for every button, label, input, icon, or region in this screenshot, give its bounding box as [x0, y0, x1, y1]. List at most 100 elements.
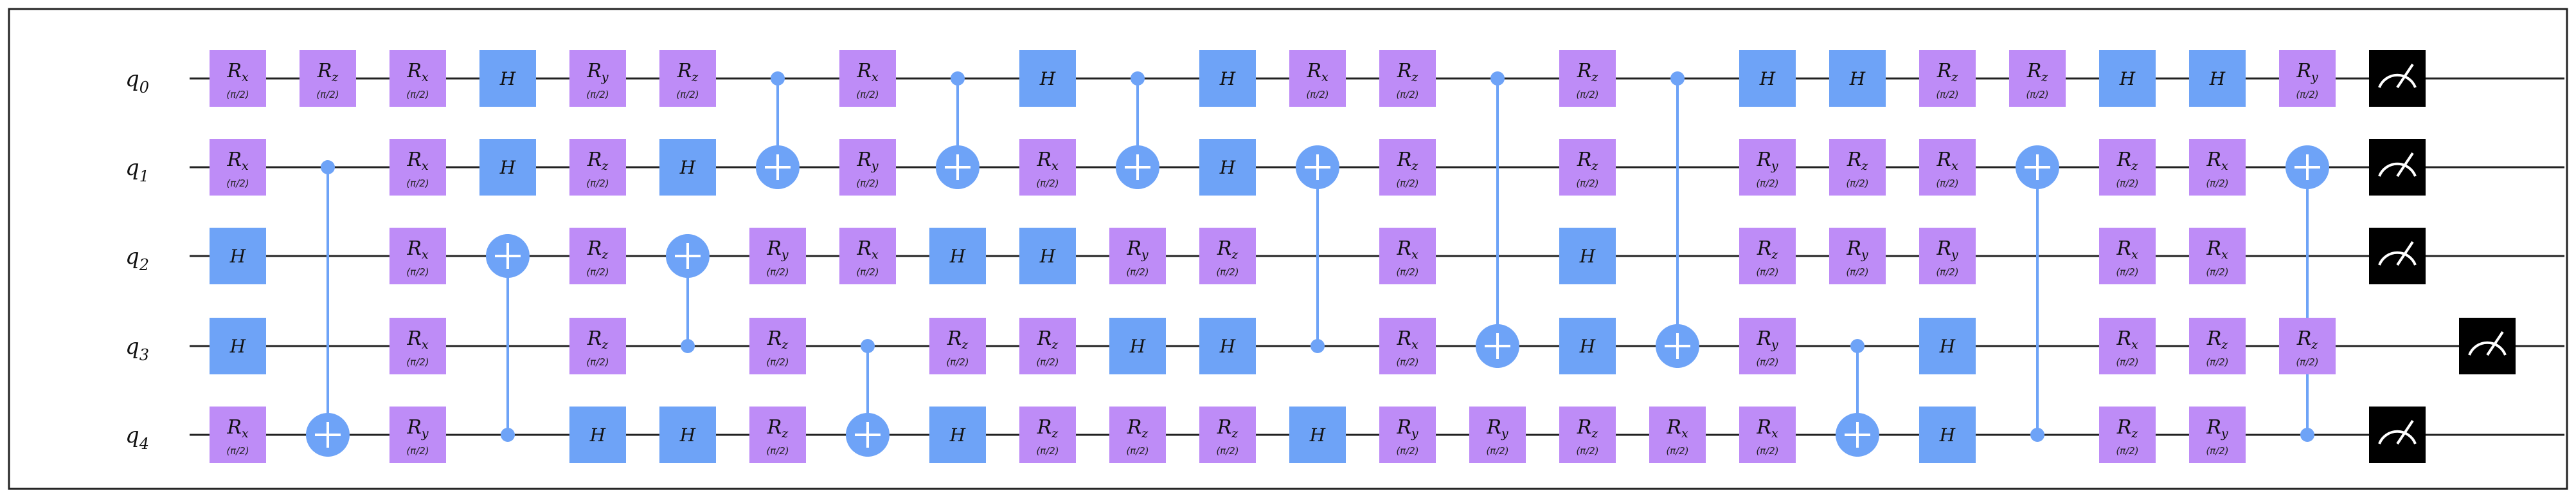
rx-gate: Rx(π/2) [2189, 228, 2246, 284]
rotation-gate-box [1829, 139, 1886, 196]
measure-box [2369, 228, 2426, 284]
gate-param: (π/2) [856, 178, 879, 189]
gate-label: Rz [2206, 327, 2229, 352]
gate-param: (π/2) [586, 356, 609, 368]
gate-label: Rz [1397, 60, 1419, 84]
gate-param: (π/2) [1216, 266, 1239, 278]
h-gate-box [929, 407, 986, 463]
rx-gate: Rx(π/2) [389, 228, 446, 284]
meter-icon [2378, 241, 2417, 266]
gate-param: (π/2) [586, 89, 609, 100]
rx-gate: Rx(π/2) [1019, 139, 1076, 196]
gate-label: Rx [1756, 416, 1778, 441]
ry-gate: Ry(π/2) [2189, 407, 2246, 463]
gate-param: (π/2) [766, 356, 789, 368]
qubit-label-index: 4 [139, 435, 149, 453]
gate-param: (π/2) [946, 356, 969, 368]
rotation-gate-box [839, 139, 896, 196]
rotation-gate-box [839, 50, 896, 107]
rotation-gate-box [2189, 228, 2246, 284]
rz-gate: Rz (π/2) [2189, 318, 2246, 374]
gate-label: H [1759, 68, 1776, 89]
rz-gate: Rz(π/2) [1379, 139, 1436, 196]
rx-gate: Rx(π/2) [1649, 407, 1706, 463]
gate-param: (π/2) [2116, 178, 2138, 189]
rotation-gate-box [1559, 50, 1616, 107]
rx-gate: Rx(π/2) [210, 407, 266, 463]
hadamard-gate: H [1829, 50, 1886, 107]
rz-gate: Rz(π/2) [1019, 318, 1076, 374]
gate-label: Rx [856, 237, 879, 262]
gate-label: Rx [2116, 327, 2138, 352]
gate-label: Rz [2116, 149, 2139, 173]
rotation-gate-box [1379, 50, 1436, 107]
control-dot [2300, 428, 2314, 442]
rz-gate: Rz (π/2) [569, 228, 626, 284]
gate-param: (π/2) [2116, 356, 2138, 368]
circle-plus-icon [666, 234, 710, 278]
gate-label: H [229, 336, 246, 357]
gate-label: Rx [1396, 327, 1418, 352]
gate-label: Ry [406, 416, 429, 441]
gate-param: (π/2) [1396, 178, 1418, 189]
rotation-gate-box [210, 50, 266, 107]
circuit-column-8: HRz(π/2)H [929, 71, 986, 463]
circuit-column-23: Ry(π/2)Rz(π/2) [2279, 50, 2336, 442]
measure-box [2369, 407, 2426, 463]
meter-icon [2378, 419, 2417, 445]
gate-label: Rz [587, 327, 609, 352]
hadamard-gate: H [1109, 318, 1166, 374]
gate-label: H [2209, 68, 2226, 89]
rz-gate: Rz(π/2) [1379, 50, 1436, 107]
qubit-label-4: q4 [125, 423, 149, 453]
rotation-gate-box [1019, 407, 1076, 463]
rotation-gate-box [569, 50, 626, 107]
rotation-gate-box [1919, 50, 1976, 107]
gate-param: (π/2) [2206, 356, 2228, 368]
measure-box [2459, 318, 2516, 374]
rotation-gate-box [2099, 318, 2156, 374]
gate-param: (π/2) [226, 89, 249, 100]
gate-param: (π/2) [766, 266, 789, 278]
gate-param: (π/2) [1756, 445, 1778, 457]
rotation-gate-box [2279, 50, 2336, 107]
circle-plus-icon [1116, 145, 1159, 189]
h-gate-box [1289, 407, 1346, 463]
ry-gate: Ry(π/2) [2279, 50, 2336, 107]
gate-label: Ry [586, 60, 609, 84]
gate-label: Rz [587, 237, 609, 262]
gate-label: Ry [766, 237, 789, 262]
rotation-gate-box [1739, 318, 1796, 374]
rotation-gate-box [2099, 407, 2156, 463]
cnot-gate [2016, 145, 2059, 442]
gate-label: Rx [2116, 237, 2138, 262]
h-gate-box [479, 50, 536, 107]
rotation-gate-box [389, 50, 446, 107]
gate-param: (π/2) [226, 445, 249, 457]
gate-param: (π/2) [1846, 178, 1868, 189]
circuit-column-22: HRx(π/2)Rx(π/2)Rz(π/2)Ry(π/2) [2189, 50, 2246, 463]
control-dot [1670, 71, 1685, 86]
gate-label: Rx [1306, 60, 1328, 84]
circuit-column-4: Ry(π/2)Rz(π/2)Rz(π/2)Rz(π/2)H [569, 50, 626, 463]
gate-label: Rx [856, 60, 879, 84]
measurement-gate [2459, 318, 2516, 374]
circuit-column-24 [2369, 50, 2426, 463]
circuit-column-7: Rx(π/2)Ry(π/2)Rx(π/2) [839, 50, 896, 457]
gate-param: (π/2) [586, 266, 609, 278]
rotation-gate-box [1379, 139, 1436, 196]
control-dot [2030, 428, 2044, 442]
gate-label: Rx [406, 60, 429, 84]
control-dot [771, 71, 785, 86]
rz-gate: Rz(π/2) [1199, 407, 1256, 463]
circuit-column-21: HRz(π/2)Rx(π/2)Rx(π/2)Rz(π/2) [2099, 50, 2156, 463]
gate-label: H [1579, 246, 1596, 267]
gate-label: Rx [406, 327, 429, 352]
gate-label: H [1219, 157, 1236, 178]
rz-gate: Rz(π/2) [1019, 407, 1076, 463]
gate-param: (π/2) [2296, 89, 2318, 100]
gate-param: (π/2) [1756, 266, 1778, 278]
rotation-gate-box [2279, 318, 2336, 374]
circle-plus-icon [846, 413, 890, 457]
